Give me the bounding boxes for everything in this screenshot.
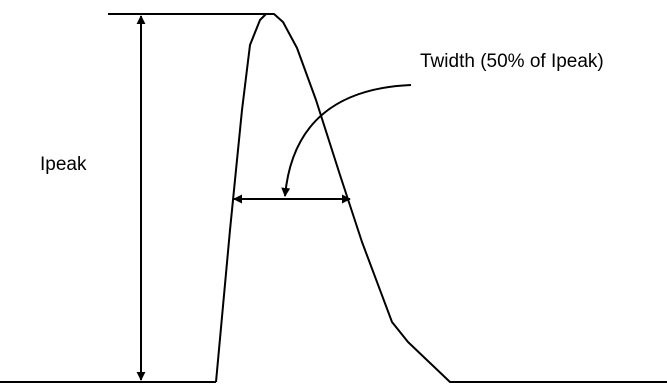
pulse-waveform (215, 13, 667, 383)
width-callout-arrow (281, 84, 412, 197)
peak-label: Ipeak (40, 154, 87, 175)
width-label: Twidth (50% of Ipeak) (420, 51, 604, 72)
